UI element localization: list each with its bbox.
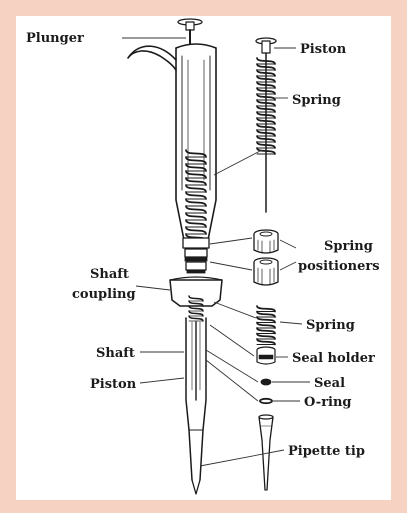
label-spring-positioners-line1: Spring [324,239,373,254]
label-seal-holder: Seal holder [292,351,375,366]
spring-positioner-lower [254,258,278,285]
spring-coil-turn [257,317,275,323]
internal-spring [186,150,206,241]
spring-coil-turn [186,227,206,234]
finger-hook [128,46,176,70]
spring-coil-turn [186,199,206,206]
spring-coil-turn [257,306,275,312]
lower-spring-part [257,306,275,345]
seal-part [261,379,271,385]
handle-body [176,44,216,240]
plunger-button [178,19,202,44]
spring-positioner-upper [254,230,278,253]
spring-part [257,58,275,154]
spring-coil-turn [186,164,206,171]
spring-coil-turn [189,316,203,321]
label-spring-lower: Spring [306,318,355,333]
spring-coil-turn [186,192,206,199]
spring-coil-turn [189,311,203,316]
spring-coil-turn [186,220,206,227]
spring-coil-turn [257,312,275,318]
label-shaft: Shaft [96,346,135,361]
label-piston-lower: Piston [90,377,137,392]
label-seal: Seal [314,376,345,391]
pipette-shaft [186,318,206,494]
label-shaft-coupling-line1: Shaft [90,267,129,282]
label-pipette-tip: Pipette tip [288,444,365,459]
label-o-ring: O-ring [304,395,352,410]
spring-coil-turn [186,171,206,178]
spring-coil-turn [186,206,206,213]
spring-coil-turn [257,339,275,345]
spring-coil-turn [189,296,203,301]
spring-coil-turn [257,323,275,329]
exploded-parts [254,38,278,490]
spring-coil-turn [186,157,206,164]
seal-holder-part [257,347,275,364]
assembled-pipette [128,19,222,494]
spring-coil-turn [257,328,275,334]
label-piston-top: Piston [300,42,347,57]
label-plunger: Plunger [26,31,84,46]
spring-coil-turn [186,178,206,185]
coupling-assembly [183,238,209,273]
spring-coil-turn [257,334,275,340]
spring-coil-turn [186,150,206,157]
label-shaft-coupling-line2: coupling [72,287,136,302]
spring-coil-turn [186,213,206,220]
o-ring-part [260,399,272,403]
label-spring-top: Spring [292,93,341,108]
spring-coil-turn [186,185,206,192]
label-spring-positioners-line2: positioners [298,259,380,274]
coupling-spring [189,296,203,321]
